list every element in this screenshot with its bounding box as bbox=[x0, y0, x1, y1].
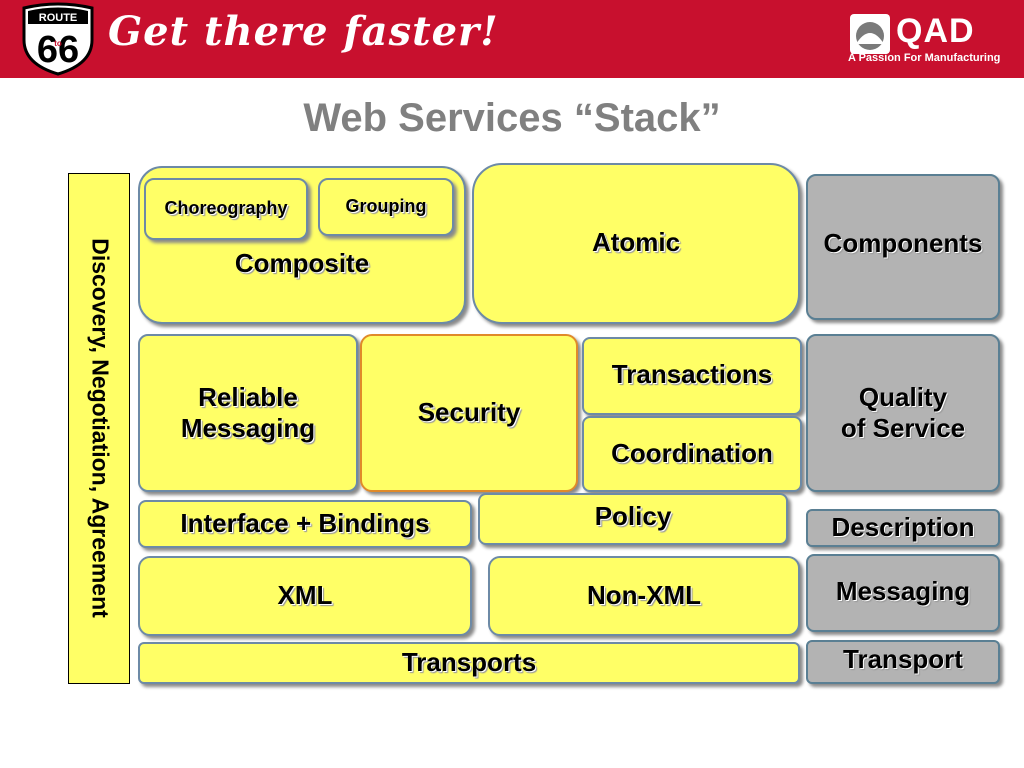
qad-wordmark: QAD bbox=[896, 12, 975, 50]
grouping-box: Grouping bbox=[318, 178, 454, 236]
policy-label: Policy bbox=[594, 501, 672, 531]
choreography-box: Choreography bbox=[144, 178, 308, 240]
atomic-label: Atomic bbox=[591, 227, 681, 257]
header-banner: ROUTE 66 to Get there faster! QAD A Pass… bbox=[0, 0, 1024, 78]
xml-box: XML bbox=[138, 556, 472, 636]
sidebar-label: Discovery, Negotiation, Agreement bbox=[87, 238, 114, 618]
security-label: Security bbox=[417, 397, 521, 428]
reliable-messaging-label-line2: Messaging bbox=[180, 413, 316, 443]
coordination-label: Coordination bbox=[611, 438, 773, 469]
policy-box: Policy bbox=[478, 493, 788, 545]
svg-text:ROUTE: ROUTE bbox=[39, 12, 78, 24]
coordination-box: Coordination bbox=[582, 416, 802, 492]
reliable-messaging-box: Reliable Messaging bbox=[138, 334, 358, 492]
transports-box: Transports bbox=[138, 642, 800, 684]
grouping-label: Grouping bbox=[345, 196, 427, 216]
interface-bindings-label: Interface + Bindings bbox=[180, 508, 430, 539]
route-66-shield-logo: ROUTE 66 to bbox=[22, 2, 94, 76]
transport-label: Transport bbox=[843, 644, 963, 674]
composite-label: Composite bbox=[234, 248, 370, 278]
reliable-messaging-label-line1: Reliable bbox=[198, 381, 298, 412]
transports-label: Transports bbox=[401, 647, 537, 678]
quality-of-service-layer: Quality of Service bbox=[806, 334, 1000, 492]
transactions-label: Transactions bbox=[611, 359, 773, 389]
qad-slogan: A Passion For Manufacturing bbox=[848, 52, 1001, 64]
interface-bindings-box: Interface + Bindings bbox=[138, 500, 472, 548]
non-xml-box: Non-XML bbox=[488, 556, 800, 636]
svg-text:to: to bbox=[54, 39, 62, 48]
svg-text:66: 66 bbox=[37, 29, 79, 71]
security-box: Security bbox=[360, 334, 578, 492]
components-layer: Components bbox=[806, 174, 1000, 320]
transport-layer: Transport bbox=[806, 640, 1000, 684]
xml-label: XML bbox=[277, 580, 333, 611]
quality-of-service-label-line2: of Service bbox=[840, 413, 966, 443]
description-layer: Description bbox=[806, 509, 1000, 547]
discovery-negotiation-agreement-bar bbox=[68, 173, 130, 684]
non-xml-label: Non-XML bbox=[586, 580, 702, 611]
messaging-layer: Messaging bbox=[806, 554, 1000, 632]
page-title: Web Services “Stack” bbox=[303, 96, 721, 140]
atomic-box: Atomic bbox=[472, 163, 800, 324]
description-label: Description bbox=[831, 512, 975, 543]
choreography-label: Choreography bbox=[164, 198, 288, 219]
transactions-box: Transactions bbox=[582, 337, 802, 415]
quality-of-service-label-line1: Quality bbox=[858, 381, 948, 412]
qad-globe-icon bbox=[850, 14, 890, 54]
tagline: Get there faster! bbox=[108, 8, 499, 55]
messaging-label: Messaging bbox=[835, 576, 971, 606]
components-label: Components bbox=[823, 228, 983, 258]
qad-logo: QAD A Passion For Manufacturing bbox=[846, 12, 1006, 70]
